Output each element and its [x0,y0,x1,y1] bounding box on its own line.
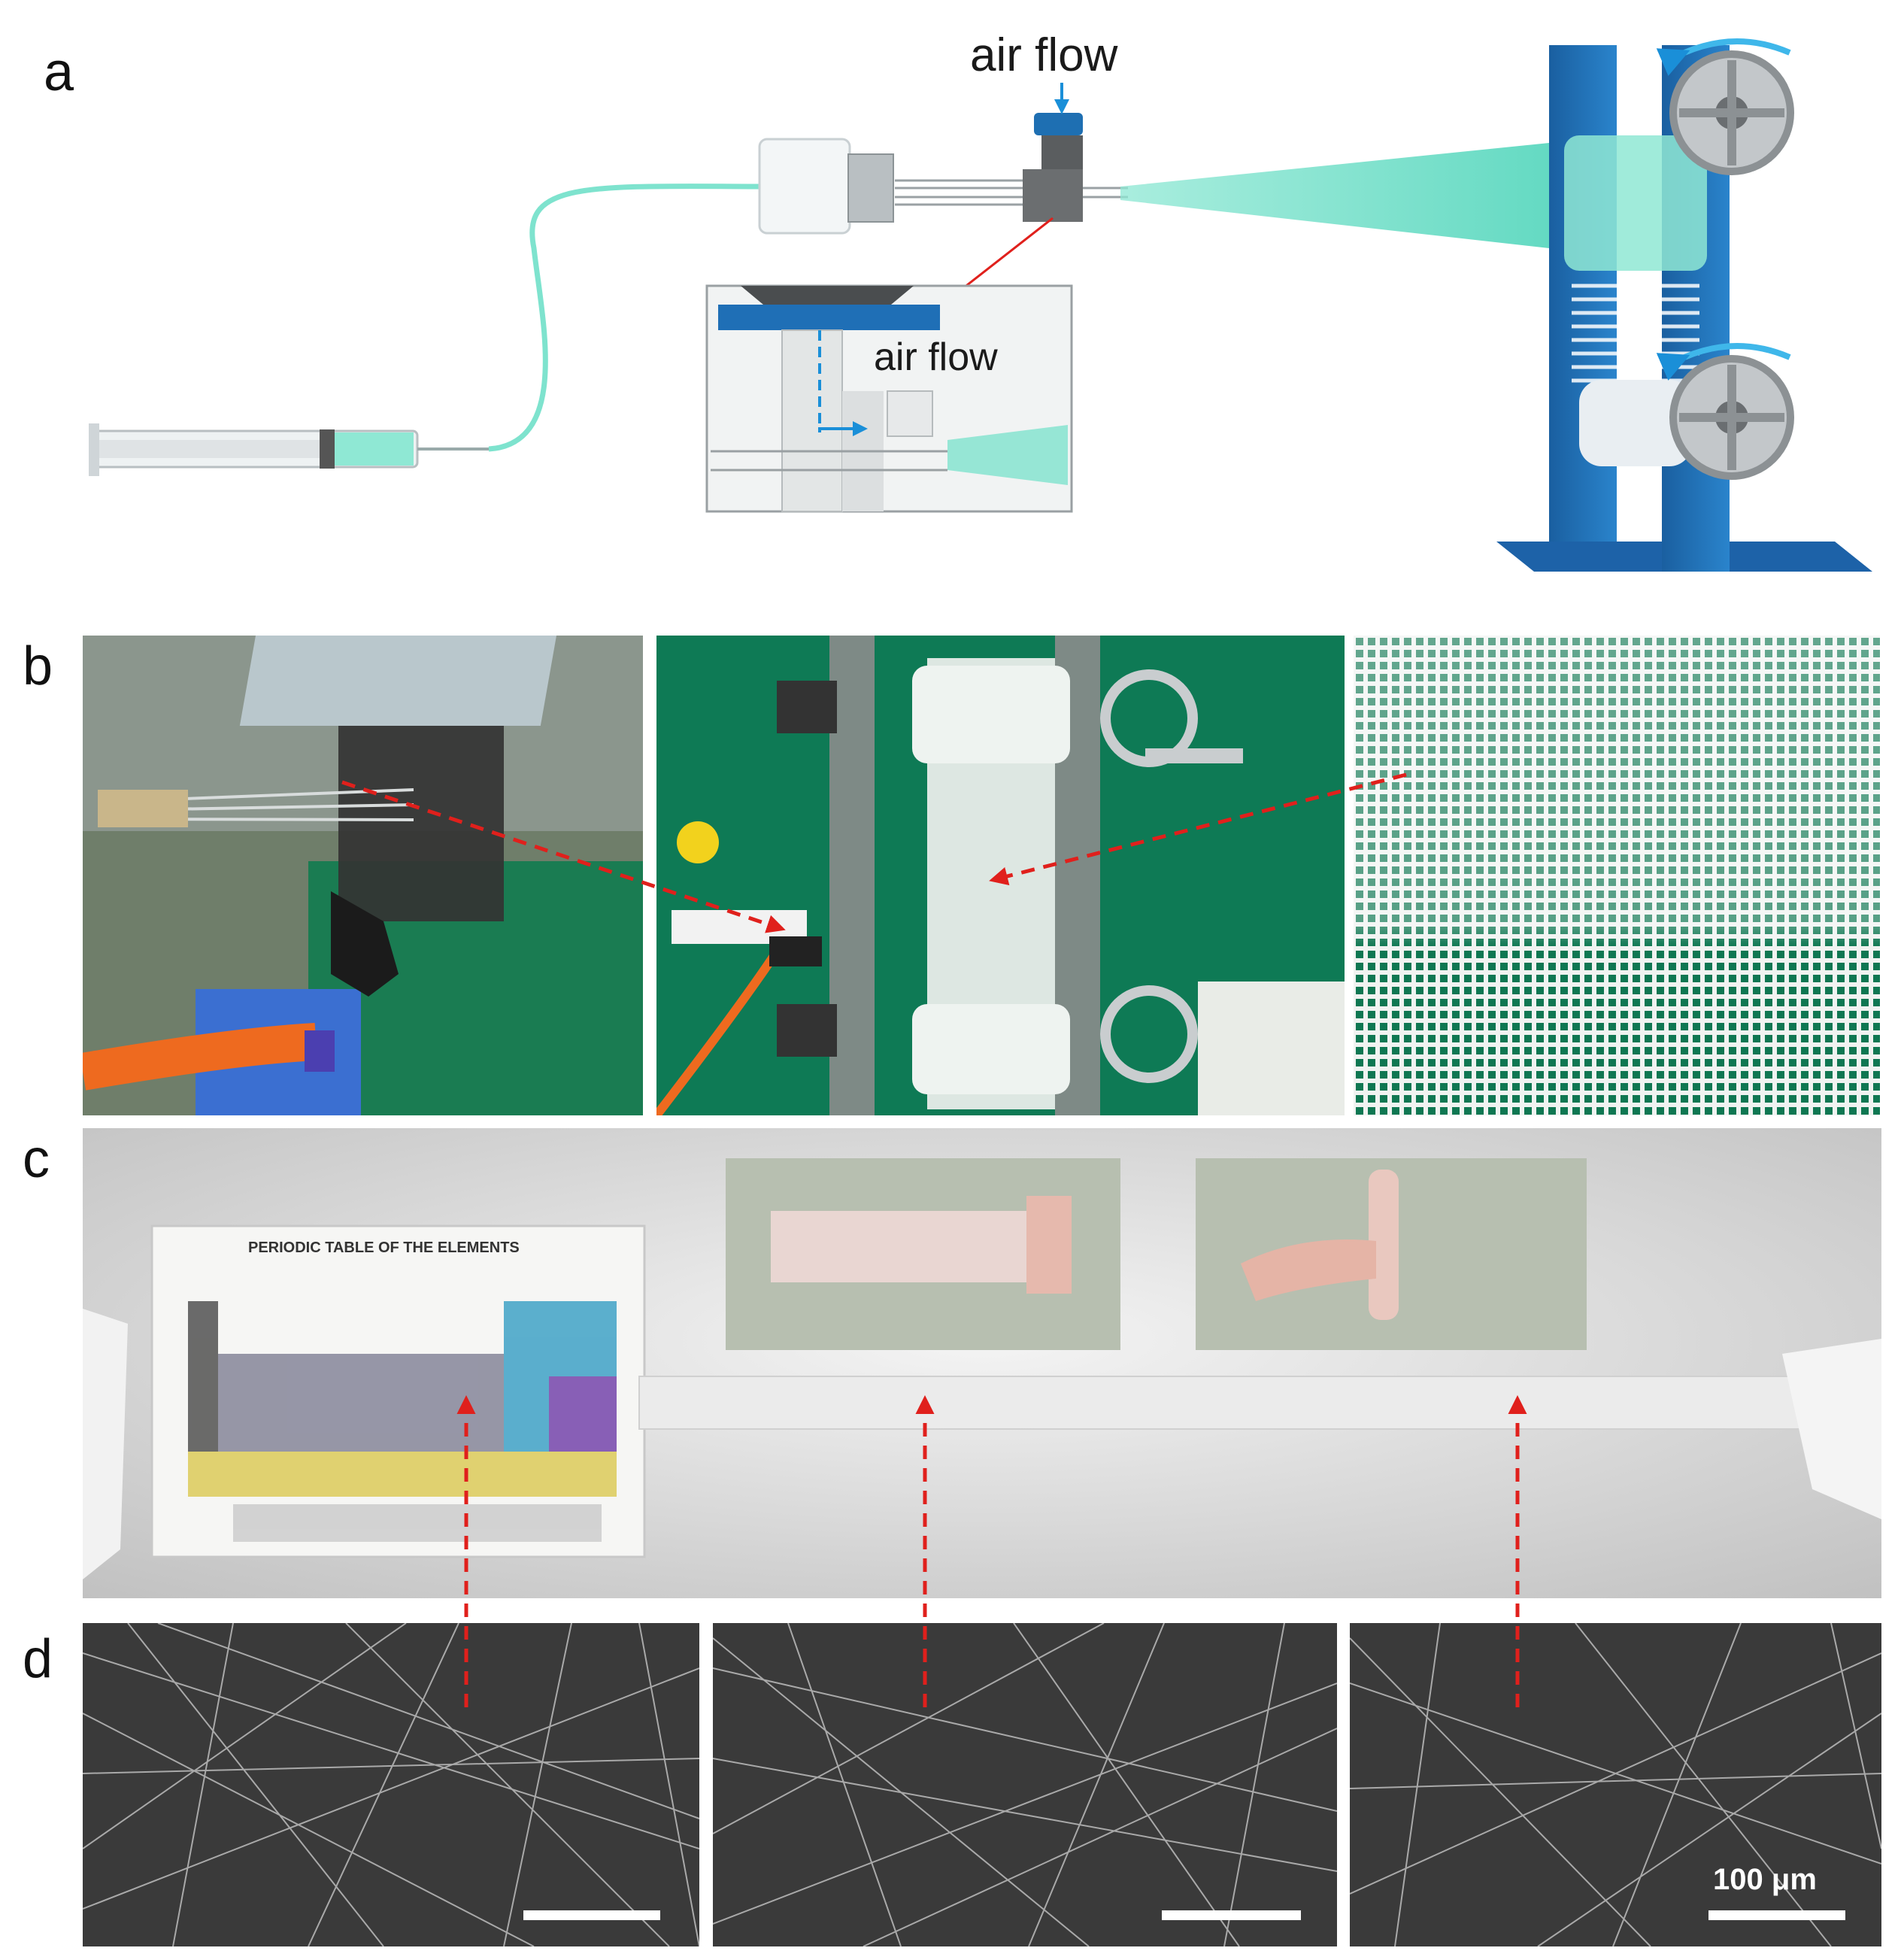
sem-image-1 [83,1623,699,1946]
panel-c-letter: c [23,1129,50,1189]
fiber-spray [1120,143,1549,248]
sem-image-2 [713,1623,1337,1946]
photo-collector [656,636,1345,1115]
scale-bar-2 [1162,1910,1301,1920]
collector-stand [1496,38,1872,572]
nozzle-inset [705,284,1073,513]
sem-image-3 [1350,1623,1881,1946]
scale-bar-3 [1708,1910,1845,1920]
needles [895,179,1023,206]
photo-mesh-closeup [1354,636,1880,1115]
scale-bar-label: 100 μm [1713,1863,1817,1896]
panel-d-letter: d [23,1629,53,1689]
photo-long-membrane [83,1128,1881,1598]
photo-nozzle [83,636,643,1115]
poster-title: PERIODIC TABLE OF THE ELEMENTS [248,1239,520,1256]
panel-b-letter: b [23,636,53,696]
panel-a-schematic [89,38,1872,572]
air-flow-label: air flow [970,29,1118,81]
inset-air-flow-label: air flow [874,335,998,379]
feed-tube [488,184,835,452]
syringe [89,423,496,476]
air-nozzle [1023,83,1083,222]
panel-a-letter: a [44,42,74,102]
reservoir [758,138,894,235]
scale-bar-1 [523,1910,660,1920]
